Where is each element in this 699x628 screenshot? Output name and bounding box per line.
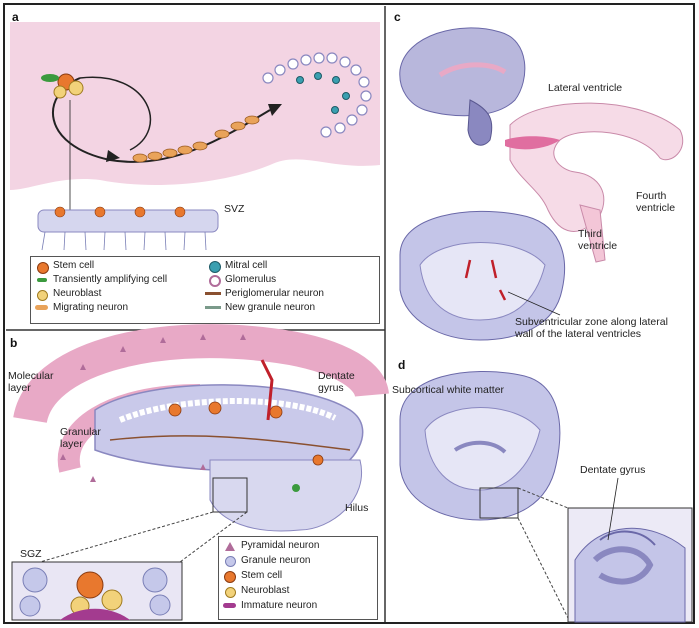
legend-b-item-neuroblast: Neuroblast: [241, 585, 289, 596]
legend-a-item-new-granule: New granule neuron: [225, 302, 315, 313]
sgz-label: SGZ: [20, 548, 42, 560]
dentate-gyrus-label-b: Dentate gyrus: [318, 370, 355, 394]
new-granule-neuron-icon: [205, 306, 221, 309]
neuroblast-icon: [37, 290, 48, 301]
immature-neuron-icon: [223, 603, 236, 608]
legend-a-item-glomerulus: Glomerulus: [225, 274, 276, 285]
legend-a-item-periglomerular: Periglomerular neuron: [225, 288, 324, 299]
legend-b-item-stem: Stem cell: [241, 570, 282, 581]
legend-a-item-neuroblast: Neuroblast: [53, 288, 101, 299]
molecular-layer-label: Molecular layer: [8, 370, 54, 394]
mitral-cell-icon: [209, 261, 221, 273]
panel-a-letter: a: [12, 10, 19, 24]
glomerulus-icon: [209, 275, 221, 287]
legend-a-item-transient: Transiently amplifying cell: [53, 274, 167, 285]
legend-panel-a: Stem cell Transiently amplifying cell Ne…: [30, 256, 380, 324]
migrating-neuron-icon: [35, 305, 48, 310]
panel-c-letter: c: [394, 10, 401, 24]
granule-neuron-icon: [225, 556, 236, 567]
legend-a-item-stem: Stem cell: [53, 260, 94, 271]
legend-panel-b: Pyramidal neuron Granule neuron Stem cel…: [218, 536, 378, 620]
transient-cell-icon: [37, 278, 47, 282]
hilus-label: Hilus: [345, 502, 368, 514]
periglomerular-neuron-icon: [205, 292, 221, 295]
pyramidal-neuron-icon: [225, 542, 235, 551]
svz-label: SVZ: [224, 203, 244, 215]
lateral-ventricle-label: Lateral ventricle: [548, 82, 622, 94]
dentate-gyrus-label-d: Dentate gyrus: [580, 464, 645, 476]
third-ventricle-label: Third ventricle: [578, 228, 617, 252]
fourth-ventricle-label: Fourth ventricle: [636, 190, 675, 214]
neuroblast-icon: [225, 587, 236, 598]
granular-layer-label: Granular layer: [60, 426, 101, 450]
panel-b-letter: b: [10, 336, 17, 350]
subcortical-white-matter-label: Subcortical white matter: [392, 384, 504, 396]
stem-cell-icon: [37, 262, 49, 274]
legend-b-item-immature: Immature neuron: [241, 600, 317, 611]
legend-a-item-migrating: Migrating neuron: [53, 302, 128, 313]
stem-cell-icon: [224, 571, 236, 583]
legend-a-item-mitral: Mitral cell: [225, 260, 267, 271]
legend-b-item-granule: Granule neuron: [241, 555, 311, 566]
svz-caption-label: Subventricular zone along lateral wall o…: [515, 316, 668, 340]
panel-d-letter: d: [398, 358, 405, 372]
legend-b-item-pyramidal: Pyramidal neuron: [241, 540, 319, 551]
